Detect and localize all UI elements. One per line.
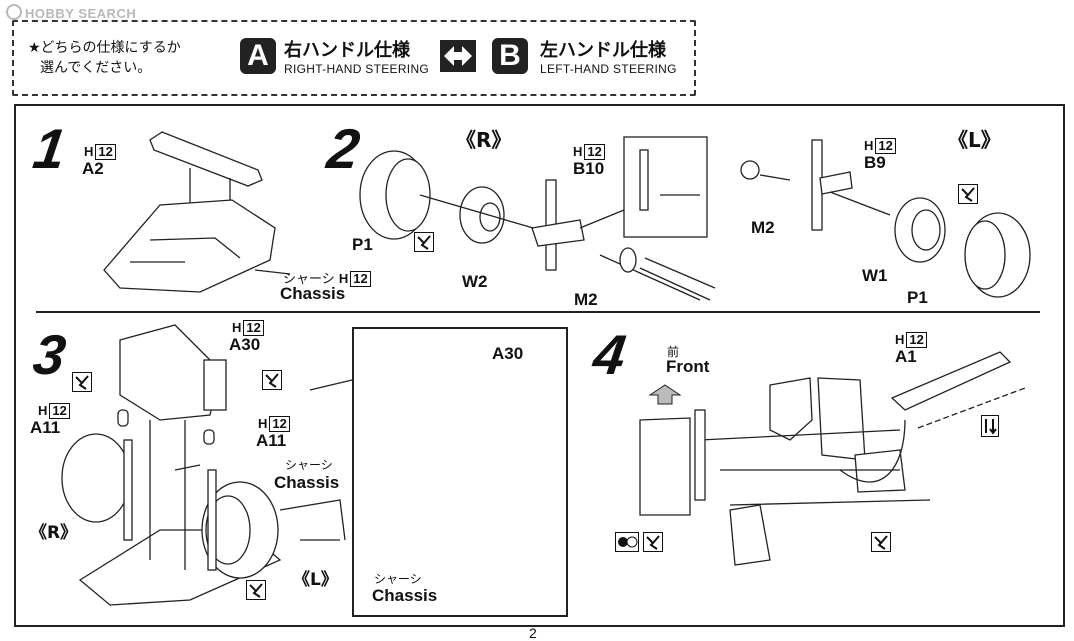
step2-left-drawing: [740, 139, 1031, 298]
step3-part-a30: A30: [229, 335, 261, 354]
glue-icon: [643, 532, 663, 557]
page-number: 2: [529, 625, 537, 641]
option-a-jp: 右ハンドル仕様: [284, 40, 410, 61]
step2-right-drawing: [359, 136, 716, 301]
step2-part-p1-left: P1: [352, 235, 373, 254]
instruction-frame: [14, 104, 1065, 627]
option-b-en: LEFT-HAND STEERING: [540, 62, 677, 76]
inset-chassis-jp: シャーシ: [374, 572, 422, 586]
step4-front-jp: 前: [667, 345, 680, 359]
a30-detail-inset: [352, 327, 568, 617]
inset-part-a30: A30: [492, 344, 524, 363]
glue-icon: [262, 370, 282, 395]
step3-chassis-en: Chassis: [274, 473, 340, 492]
notice-line-2: 選んでください。: [40, 60, 152, 76]
glue-icon: [246, 580, 266, 605]
swap-arrow-icon: [440, 40, 476, 72]
step1-part-a2: A2: [82, 159, 104, 178]
step2-part-p1-right: P1: [907, 288, 928, 307]
step2-part-m2-right: M2: [751, 218, 775, 237]
step3-part-a11-left: A11: [30, 418, 61, 437]
inset-chassis-en: Chassis: [372, 586, 438, 605]
step2-part-b10: B10: [573, 159, 605, 178]
step3-part-a11-right: A11: [256, 431, 287, 450]
step2-part-b9: B9: [864, 153, 886, 172]
step1-drawing: [103, 131, 291, 293]
option-a-badge: A: [240, 38, 276, 74]
option-b-jp: 左ハンドル仕様: [540, 40, 666, 61]
option-a-en: RIGHT-HAND STEERING: [284, 62, 430, 76]
step3-side-r: 《R》: [30, 523, 78, 543]
choose-notice: ★どちらの仕様にするか 選んでください。: [28, 38, 181, 78]
step2-side-r: 《R》: [456, 128, 512, 152]
glue-icon: [414, 232, 434, 257]
watermark-logo-icon: [6, 4, 22, 20]
notice-line-1: ★どちらの仕様にするか: [28, 40, 181, 56]
step3-drawing: [61, 324, 353, 606]
glue-icon: [871, 532, 891, 557]
step1-chassis-en: Chassis: [280, 284, 346, 303]
step3-chassis-jp: シャーシ: [285, 458, 333, 472]
watermark: HOBBY SEARCH: [6, 4, 136, 21]
glue-icon: [958, 184, 978, 209]
step2-part-w1: W1: [862, 266, 888, 285]
step2-part-m2-bottom: M2: [574, 290, 598, 309]
step3-side-l: 《L》: [293, 570, 338, 590]
step4-front-en: Front: [666, 357, 710, 376]
option-b-badge: B: [492, 38, 528, 74]
movable-icon: [981, 415, 999, 442]
glue-icon: [72, 372, 92, 397]
step4-drawing: [639, 351, 1026, 566]
do-not-glue-icon: [615, 532, 639, 557]
steering-option-box: [12, 20, 696, 96]
step2-side-l: 《L》: [948, 128, 1001, 152]
step4-part-a1: A1: [895, 347, 917, 366]
step-divider: [36, 311, 1040, 313]
step2-part-w2: W2: [462, 272, 488, 291]
